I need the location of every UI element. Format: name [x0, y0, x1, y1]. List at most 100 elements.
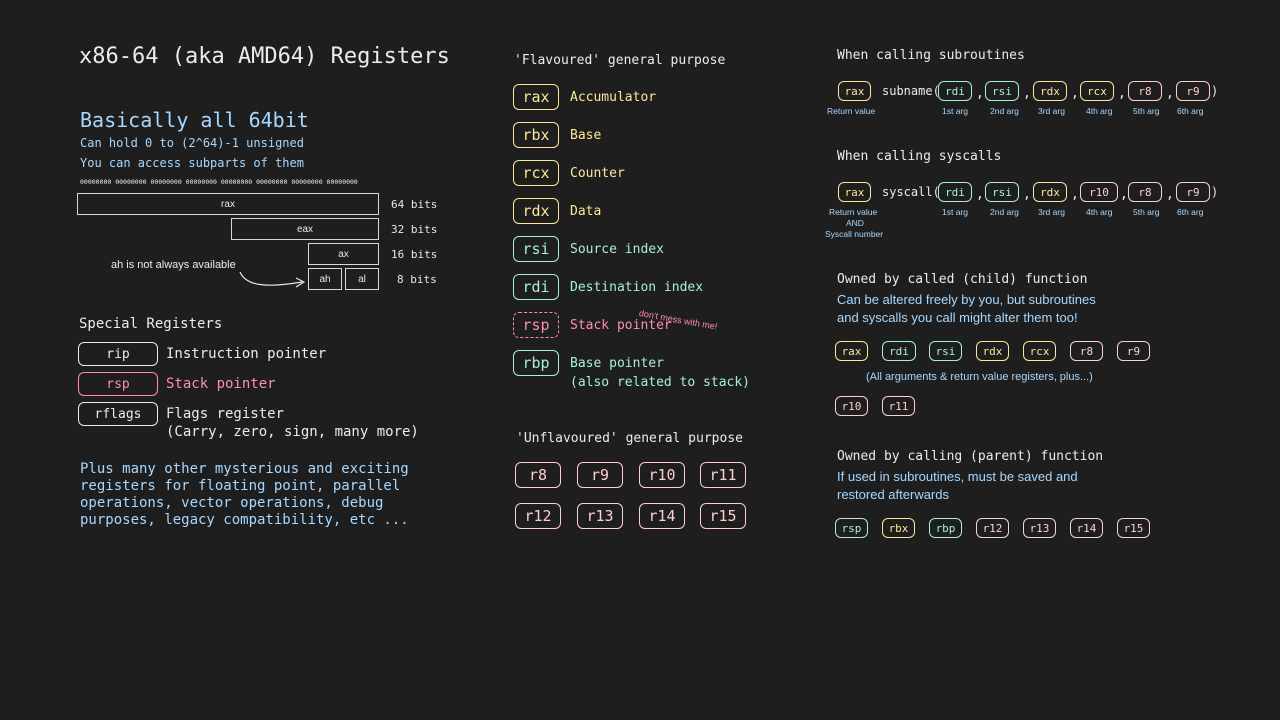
- sys-comma-4: ,: [1120, 187, 1128, 202]
- sub-arg-caption-3: 3rd arg: [1038, 106, 1065, 116]
- flav-desc-rbp: Base pointer: [570, 356, 664, 371]
- child-reg-r8: r8: [1070, 341, 1103, 361]
- page-title: x86-64 (aka AMD64) Registers: [79, 44, 450, 69]
- child-reg-rdx: rdx: [976, 341, 1009, 361]
- sub-comma-3: ,: [1071, 86, 1079, 101]
- sys-arg-5-label: r8: [1138, 185, 1152, 199]
- sub-comma-4: ,: [1118, 86, 1126, 101]
- sub-comma-5: ,: [1166, 86, 1174, 101]
- sub-arg-4: rcx: [1080, 81, 1114, 101]
- flav-desc-rbx: Base: [570, 128, 602, 143]
- unflav-reg-r8-label: r8: [528, 466, 548, 484]
- flav-reg-rbp-label: rbp: [522, 354, 550, 372]
- parent-reg-rbx: rbx: [882, 518, 915, 538]
- parent-reg-rbx-label: rbx: [888, 521, 909, 535]
- sys-ret-reg-label: rax: [844, 185, 865, 199]
- ax-width-label: ax: [338, 248, 349, 260]
- child-reg-rax-label: rax: [841, 344, 862, 358]
- unflav-reg-r11-label: r11: [709, 466, 737, 484]
- flav-desc-rax: Accumulator: [570, 90, 657, 105]
- child-reg-rsi-label: rsi: [935, 344, 956, 358]
- flav-reg-rdi: rdi: [513, 274, 559, 300]
- parent-reg-r12-label: r12: [982, 521, 1003, 535]
- flav-reg-rsi-label: rsi: [522, 240, 550, 258]
- rax-width-label: rax: [221, 198, 235, 210]
- special-desc-rip: Instruction pointer: [166, 346, 327, 362]
- flav-reg-rdx-label: rdx: [522, 202, 550, 220]
- sys-arg-caption-3: 3rd arg: [1038, 207, 1065, 217]
- sub-arg-2: rsi: [985, 81, 1019, 101]
- sub-arg-1-label: rdi: [945, 84, 965, 98]
- ah-width-label: ah: [319, 273, 331, 285]
- sys-arg-6: r9: [1176, 182, 1210, 202]
- parent-reg-rbp: rbp: [929, 518, 962, 538]
- child-note: (All arguments & return value registers,…: [866, 371, 1093, 383]
- parent-reg-r14: r14: [1070, 518, 1103, 538]
- flav-reg-rax-label: rax: [522, 88, 550, 106]
- ax-width-box: ax: [308, 243, 379, 265]
- flav-desc-rcx: Counter: [570, 166, 625, 181]
- child-line-1: Can be altered freely by you, but subrou…: [837, 292, 1096, 307]
- sub-close-paren: ): [1211, 84, 1219, 98]
- flav-reg-rbx-label: rbx: [522, 126, 550, 144]
- parent-reg-r15: r15: [1117, 518, 1150, 538]
- sys-arg-6-label: r9: [1186, 185, 1200, 199]
- unflav-reg-r9: r9: [577, 462, 623, 488]
- parent-reg-r13: r13: [1023, 518, 1056, 538]
- flav-reg-rsi: rsi: [513, 236, 559, 262]
- syscalls-heading: When calling syscalls: [837, 149, 1002, 164]
- bits-32-label: 32 bits: [391, 223, 438, 236]
- bits-ruler: 00000000 00000000 00000000 00000000 0000…: [80, 178, 358, 186]
- flav-reg-rbp: rbp: [513, 350, 559, 376]
- parent-reg-rsp: rsp: [835, 518, 868, 538]
- child-line-2: and syscalls you call might alter them t…: [837, 310, 1078, 325]
- special-desc-rflags: Flags register: [166, 406, 285, 422]
- flav-reg-rbx: rbx: [513, 122, 559, 148]
- child-reg-rdi-label: rdi: [889, 344, 909, 358]
- flav-reg-rdx: rdx: [513, 198, 559, 224]
- unflav-reg-r13-label: r13: [586, 507, 614, 525]
- special-heading: Special Registers: [79, 316, 223, 332]
- sys-arg-caption-4: 4th arg: [1086, 207, 1113, 217]
- flav-reg-rcx-label: rcx: [522, 164, 550, 182]
- parent-reg-r13-label: r13: [1029, 521, 1050, 535]
- sys-ret-caption-2: AND: [846, 218, 864, 228]
- flav-desc-rdx: Data: [570, 204, 602, 219]
- child-reg-r10-label: r10: [841, 399, 862, 413]
- eax-width-box: eax: [231, 218, 379, 240]
- sys-ret-caption-3: Syscall number: [825, 229, 884, 239]
- child-reg-rcx-label: rcx: [1029, 344, 1050, 358]
- more-line-3: operations, vector operations, debug: [80, 495, 384, 511]
- child-reg-r10: r10: [835, 396, 868, 416]
- parent-reg-rsp-label: rsp: [841, 521, 862, 535]
- sys-close-paren: ): [1211, 185, 1219, 199]
- special-reg-rip-label: rip: [106, 346, 130, 362]
- eax-width-label: eax: [296, 223, 314, 235]
- sys-arg-1-label: rdi: [945, 185, 965, 199]
- sub-arg-caption-5: 5th arg: [1133, 106, 1160, 116]
- sub-arg-1: rdi: [938, 81, 972, 101]
- flav-desc-rsi: Source index: [570, 242, 664, 257]
- flav-desc-rbp-2: (also related to stack): [570, 375, 751, 390]
- sub-ret-reg: rax: [838, 81, 871, 101]
- unflav-reg-r12: r12: [515, 503, 561, 529]
- unflav-reg-r13: r13: [577, 503, 623, 529]
- sub-comma-2: ,: [1023, 86, 1031, 101]
- basics-line-1: Can hold 0 to (2^64)-1 unsigned: [80, 136, 304, 150]
- more-line-1: Plus many other mysterious and exciting: [80, 461, 409, 477]
- special-reg-rip: rip: [78, 342, 158, 366]
- sys-arg-caption-1: 1st arg: [942, 207, 968, 217]
- flav-reg-rax: rax: [513, 84, 559, 110]
- special-reg-rsp-label: rsp: [106, 376, 130, 392]
- child-reg-rdx-label: rdx: [982, 344, 1003, 358]
- sub-arg-4-label: rcx: [1087, 84, 1107, 98]
- bits-16-label: 16 bits: [391, 248, 438, 261]
- child-reg-r8-label: r8: [1079, 344, 1094, 358]
- sub-comma-1: ,: [976, 86, 984, 101]
- sub-ret-reg-label: rax: [844, 84, 865, 98]
- child-reg-r11-label: r11: [888, 399, 909, 413]
- flav-desc-rdi: Destination index: [570, 280, 704, 295]
- sys-ret-reg: rax: [838, 182, 871, 202]
- unflav-reg-r9-label: r9: [590, 466, 610, 484]
- more-line-2: registers for floating point, parallel: [80, 478, 401, 494]
